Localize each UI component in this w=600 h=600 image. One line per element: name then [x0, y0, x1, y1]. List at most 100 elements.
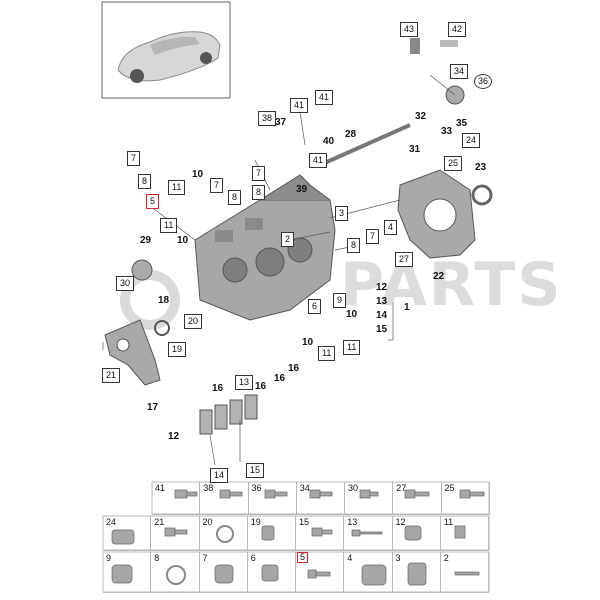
grid-cell-part-13[interactable]: 13: [344, 516, 393, 551]
callout-11b[interactable]: 11: [160, 218, 178, 233]
callout-37[interactable]: 37: [275, 117, 287, 128]
callout-15a[interactable]: 15: [376, 324, 388, 335]
callout-31[interactable]: 31: [409, 144, 421, 155]
callout-9[interactable]: 9: [333, 293, 347, 308]
grid-cell-part-36[interactable]: 36: [248, 482, 297, 515]
callout-28[interactable]: 28: [345, 129, 357, 140]
grid-cell-part-34[interactable]: 34: [296, 482, 345, 515]
grid-cell-part-8[interactable]: 8: [151, 552, 200, 593]
callout-3[interactable]: 3: [335, 206, 349, 221]
callout-20[interactable]: 20: [184, 314, 203, 329]
callout-4[interactable]: 4: [384, 220, 398, 235]
grid-cell-part-24[interactable]: 24: [103, 516, 152, 551]
callout-40[interactable]: 40: [323, 136, 335, 147]
callout-2[interactable]: 2: [281, 232, 295, 247]
grid-cell-number: 13: [347, 517, 358, 527]
front-cover: [104, 319, 161, 386]
callout-27[interactable]: 27: [395, 252, 414, 267]
callout-41b[interactable]: 41: [315, 90, 334, 105]
callout-36[interactable]: 36: [474, 74, 493, 89]
callout-13b[interactable]: 13: [235, 375, 254, 390]
callout-7c[interactable]: 7: [252, 166, 266, 181]
grid-cell-part-15[interactable]: 15: [296, 516, 345, 551]
grid-cell-number: 34: [299, 483, 310, 493]
callout-38[interactable]: 38: [258, 111, 277, 126]
callout-13a[interactable]: 13: [376, 296, 388, 307]
callout-41c[interactable]: 41: [309, 153, 328, 168]
grid-cell-part-3[interactable]: 3: [392, 552, 441, 593]
callout-8d[interactable]: 8: [347, 238, 361, 253]
callout-17[interactable]: 17: [147, 402, 159, 413]
grid-cell-number: 15: [299, 517, 310, 527]
callout-10d[interactable]: 10: [302, 337, 314, 348]
grid-cell-part-12[interactable]: 12: [392, 516, 441, 551]
callout-8b[interactable]: 8: [228, 190, 242, 205]
grid-cell-number: 38: [203, 483, 214, 493]
callout-16b[interactable]: 16: [255, 381, 267, 392]
callout-16a[interactable]: 16: [212, 383, 224, 394]
callout-7d[interactable]: 7: [366, 229, 380, 244]
callout-7a[interactable]: 7: [127, 151, 141, 166]
callout-8c[interactable]: 8: [252, 185, 266, 200]
callout-30[interactable]: 30: [116, 276, 135, 291]
seal-ring: [471, 184, 493, 206]
grid-cell-number: 6: [250, 553, 256, 563]
grid-cell-part-25[interactable]: 25: [441, 482, 490, 515]
callout-11c[interactable]: 11: [318, 346, 336, 361]
callout-15b[interactable]: 15: [246, 463, 265, 478]
callout-8a[interactable]: 8: [138, 174, 152, 189]
grid-cell-part-2[interactable]: 2: [440, 552, 489, 593]
callout-1[interactable]: 1: [404, 302, 410, 313]
callout-24[interactable]: 24: [462, 133, 481, 148]
callout-32[interactable]: 32: [415, 111, 427, 122]
grid-cell-part-9[interactable]: 9: [103, 552, 152, 593]
callout-14a[interactable]: 14: [376, 310, 388, 321]
grid-cell-part-7[interactable]: 7: [199, 552, 248, 593]
callout-23[interactable]: 23: [475, 162, 487, 173]
grid-cell-number: 5: [297, 552, 309, 563]
callout-18[interactable]: 18: [158, 295, 170, 306]
grid-cell-part-6[interactable]: 6: [247, 552, 296, 593]
grid-cell-part-38[interactable]: 38: [200, 482, 249, 515]
callout-19[interactable]: 19: [168, 342, 187, 357]
grid-cell-part-30[interactable]: 30: [345, 482, 394, 515]
callout-35[interactable]: 35: [456, 118, 468, 129]
grid-cell-part-21[interactable]: 21: [151, 516, 200, 551]
callout-43[interactable]: 43: [400, 22, 419, 37]
callout-16c[interactable]: 16: [274, 373, 286, 384]
callout-16d[interactable]: 16: [288, 363, 300, 374]
grid-cell-part-11[interactable]: 11: [440, 516, 489, 551]
callout-12b[interactable]: 12: [168, 431, 180, 442]
grid-cell-part-20[interactable]: 20: [199, 516, 248, 551]
callout-7b[interactable]: 7: [210, 178, 224, 193]
callout-12a[interactable]: 12: [376, 282, 388, 293]
callout-5-selected[interactable]: 5: [146, 194, 160, 209]
callout-10b[interactable]: 10: [177, 235, 189, 246]
grid-cell-part-41[interactable]: 41: [152, 482, 201, 515]
grid-cell-number: 24: [106, 517, 117, 527]
callout-14b[interactable]: 14: [210, 468, 229, 483]
callout-11a[interactable]: 11: [168, 180, 186, 195]
callout-21[interactable]: 21: [102, 368, 121, 383]
callout-11d[interactable]: 11: [343, 340, 361, 355]
callout-33[interactable]: 33: [441, 126, 453, 137]
vehicle-thumbnail: [101, 1, 231, 99]
callout-41a[interactable]: 41: [290, 98, 309, 113]
callout-34[interactable]: 34: [450, 64, 469, 79]
grid-cell-number: 21: [154, 517, 165, 527]
callout-29[interactable]: 29: [140, 235, 152, 246]
callout-10a[interactable]: 10: [192, 169, 204, 180]
grid-cell-part-27[interactable]: 27: [393, 482, 442, 515]
grid-cell-part-4[interactable]: 4: [344, 552, 393, 593]
o-ring: [154, 320, 170, 336]
callout-10c[interactable]: 10: [346, 309, 358, 320]
grid-cell-number: 9: [106, 553, 112, 563]
callout-42[interactable]: 42: [448, 22, 467, 37]
grid-cell-part-5[interactable]: 5: [296, 552, 345, 593]
callout-6[interactable]: 6: [308, 299, 322, 314]
callout-39[interactable]: 39: [296, 184, 308, 195]
callout-22[interactable]: 22: [433, 271, 445, 282]
grid-cell-part-19[interactable]: 19: [247, 516, 296, 551]
callout-25[interactable]: 25: [444, 156, 463, 171]
